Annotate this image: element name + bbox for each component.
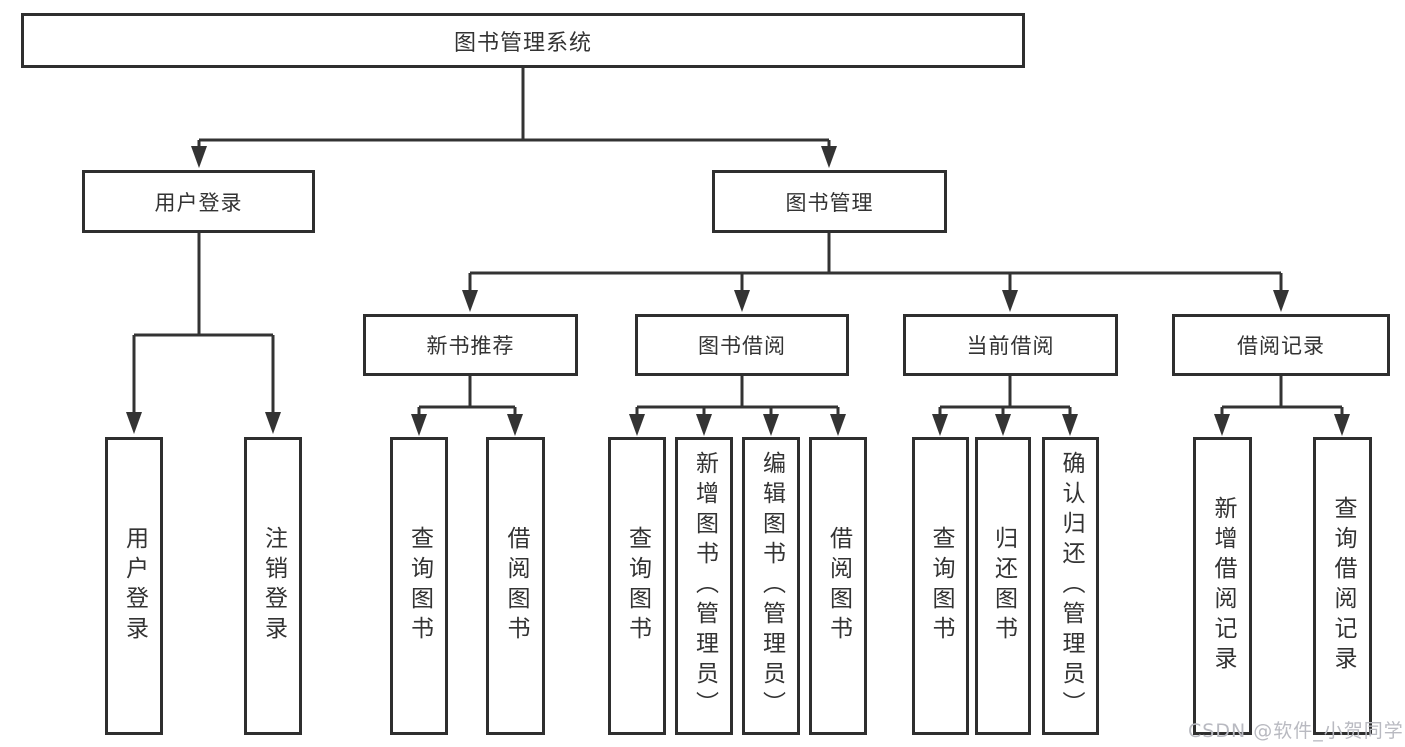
node-label: 图书管理 xyxy=(785,190,874,215)
arrowhead xyxy=(763,414,779,436)
connector-borrow-record-branch xyxy=(1220,376,1344,416)
arrowhead xyxy=(462,290,478,312)
node-leaf-logout: 注销登录 xyxy=(244,437,302,735)
node-label: 新增借阅记录 xyxy=(1210,496,1236,676)
csdn-watermark: CSDN @软件_小贺同学 xyxy=(1188,720,1404,742)
node-leaf-query-borrow-record: 查询借阅记录 xyxy=(1313,437,1372,735)
arrowhead xyxy=(507,414,523,436)
node-book-management: 图书管理 xyxy=(712,170,947,233)
node-leaf-borrow-books: 借阅图书 xyxy=(809,437,867,735)
connector-book-mgmt-branch xyxy=(468,233,1283,292)
arrowhead xyxy=(696,414,712,436)
node-new-book-recommend: 新书推荐 xyxy=(363,314,578,376)
node-label: 用户登录 xyxy=(154,190,243,215)
arrowhead xyxy=(1273,290,1289,312)
node-label: 编辑图书（管理员） xyxy=(758,451,785,721)
arrowhead xyxy=(629,414,645,436)
connector-new-book-branch xyxy=(417,376,517,416)
node-label: 查询图书 xyxy=(406,526,433,646)
node-leaf-add-borrow-record: 新增借阅记录 xyxy=(1193,437,1252,735)
arrowhead xyxy=(1062,414,1078,436)
connector-root-branch xyxy=(197,68,831,150)
arrowhead xyxy=(1002,290,1018,312)
arrowhead xyxy=(995,414,1011,436)
node-label: 新增图书（管理员） xyxy=(691,451,718,721)
node-label: 借阅记录 xyxy=(1237,334,1325,358)
node-label: 归还图书 xyxy=(990,526,1017,646)
node-leaf-add-book-admin: 新增图书（管理员） xyxy=(675,437,733,735)
node-leaf-query-books-current: 查询图书 xyxy=(912,437,969,735)
node-label: 当前借阅 xyxy=(966,334,1055,358)
node-root-library-system: 图书管理系统 xyxy=(21,13,1025,68)
arrowhead xyxy=(821,146,837,168)
node-label: 借阅图书 xyxy=(825,526,852,646)
node-leaf-confirm-return-admin: 确认归还（管理员） xyxy=(1042,437,1099,735)
node-label: 用户登录 xyxy=(121,526,148,646)
arrowhead xyxy=(411,414,427,436)
arrowhead xyxy=(932,414,948,436)
node-label: 查询借阅记录 xyxy=(1330,496,1356,676)
node-leaf-query-books-recommend: 查询图书 xyxy=(390,437,448,735)
node-leaf-edit-book-admin: 编辑图书（管理员） xyxy=(742,437,800,735)
node-leaf-user-login: 用户登录 xyxy=(105,437,163,735)
node-user-login: 用户登录 xyxy=(82,170,315,233)
node-label: 确认归还（管理员） xyxy=(1058,451,1084,721)
node-label: 图书借阅 xyxy=(698,334,786,358)
node-label: 图书管理系统 xyxy=(453,30,592,56)
connector-current-borrow-branch xyxy=(938,376,1072,416)
node-label: 借阅图书 xyxy=(503,526,529,646)
arrowhead xyxy=(1334,414,1350,436)
node-label: 查询图书 xyxy=(624,526,651,646)
arrowhead xyxy=(265,412,281,434)
connector-user-login-branch xyxy=(132,233,275,414)
arrowhead xyxy=(126,412,142,434)
arrowhead xyxy=(830,414,846,436)
arrowhead xyxy=(191,146,207,168)
node-label: 新书推荐 xyxy=(426,334,515,358)
node-leaf-query-books-borrow: 查询图书 xyxy=(608,437,666,735)
node-label: 查询图书 xyxy=(928,526,954,646)
arrowheads xyxy=(126,146,1350,436)
arrowhead xyxy=(1214,414,1230,436)
node-borrow-records: 借阅记录 xyxy=(1172,314,1390,376)
node-leaf-borrow-books-recommend: 借阅图书 xyxy=(486,437,545,735)
node-label: 注销登录 xyxy=(260,526,287,646)
connector-book-borrow-branch xyxy=(635,376,840,416)
arrowhead xyxy=(734,290,750,312)
node-leaf-return-book: 归还图书 xyxy=(975,437,1031,735)
node-book-borrow: 图书借阅 xyxy=(635,314,849,376)
node-current-borrow: 当前借阅 xyxy=(903,314,1118,376)
